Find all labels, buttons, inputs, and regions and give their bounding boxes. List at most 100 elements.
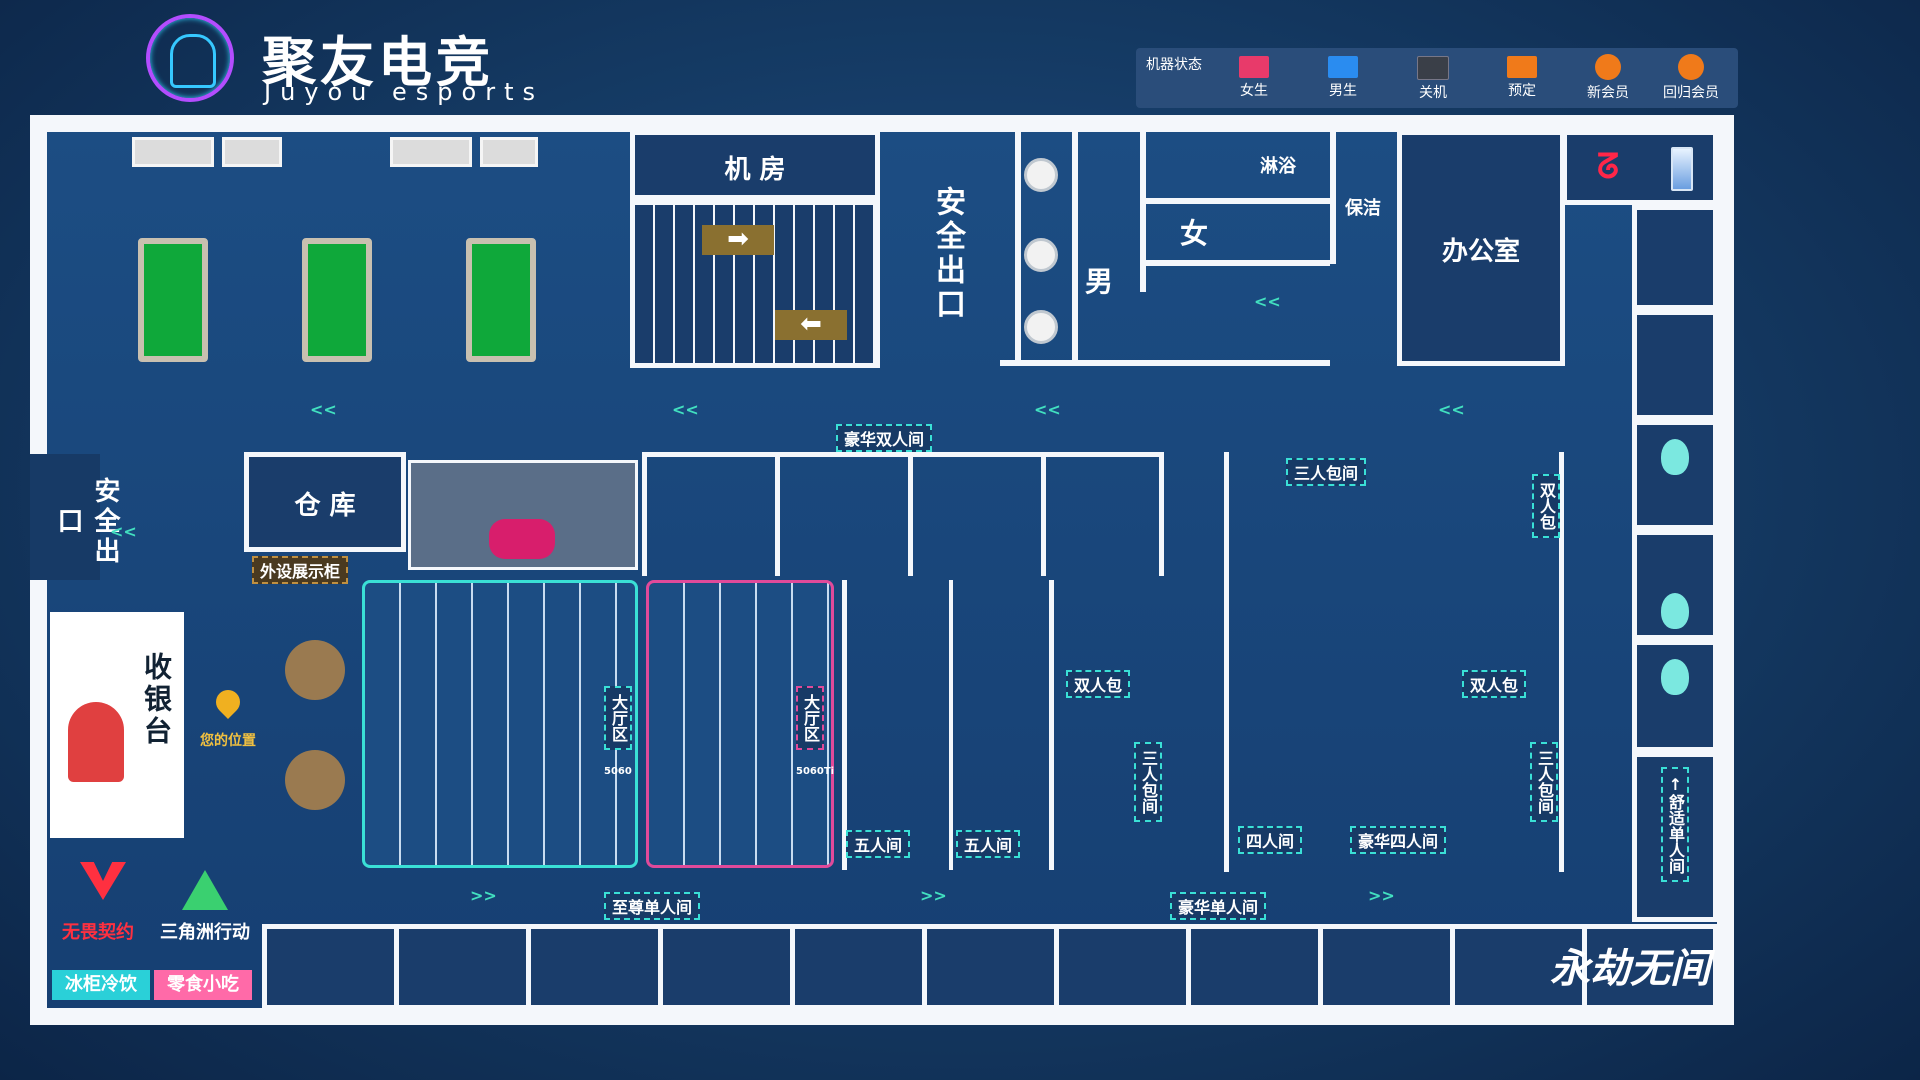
cashier-person-icon [68, 702, 124, 782]
sofa [222, 137, 282, 167]
flow-arrow-icon: << [310, 400, 337, 419]
triple-pack-2-tag: 三人包间 [1530, 742, 1558, 822]
single-booth[interactable] [1632, 205, 1718, 310]
monitor-icon [1328, 56, 1358, 78]
pool-table [466, 238, 536, 362]
legend-female[interactable]: 女生 [1218, 50, 1290, 106]
monitor-icon [1239, 56, 1269, 78]
member-icon [1595, 54, 1621, 80]
female-wc-label: 女 [1180, 217, 1209, 250]
wall [1140, 260, 1330, 266]
legend-returning-member[interactable]: 回归会员 [1655, 50, 1727, 106]
toilet-icon [1024, 310, 1058, 344]
male-wc-label: 男 [1085, 265, 1114, 298]
delta-force-label: 三角洲行动 [160, 922, 250, 943]
cold-drinks-button[interactable]: 冰柜冷饮 [52, 970, 150, 1000]
luxury-single-tag: 豪华单人间 [1170, 892, 1267, 920]
wall [1140, 132, 1146, 292]
cashier-counter: 收银台 [50, 612, 184, 838]
brand-name: 聚友电竞 [262, 31, 494, 94]
sofa [132, 137, 214, 167]
member-icon [1678, 54, 1704, 80]
wall [1072, 132, 1078, 364]
legend-off[interactable]: 关机 [1397, 50, 1469, 106]
wall [1015, 132, 1021, 364]
office-label: 办公室 [1441, 237, 1520, 267]
flow-arrow-icon: << [1034, 400, 1061, 419]
brand-name-en: Juyou esports [264, 78, 544, 106]
single-booth[interactable] [1632, 420, 1718, 530]
double-pack-right-tag: 双人包 [1532, 474, 1560, 538]
legend-male[interactable]: 男生 [1307, 50, 1379, 106]
flow-arrow-icon: << [110, 522, 137, 541]
cleaning-label: 保洁 [1345, 198, 1381, 219]
alienware-logo-icon [1661, 659, 1689, 695]
single-booth[interactable] [1632, 640, 1718, 752]
comfort-single-tag: ↑舒适单人间 [1661, 767, 1689, 882]
wall [1140, 198, 1330, 204]
exit-left-label: 安全出口 [53, 477, 120, 567]
flow-arrow-icon: << [1254, 292, 1281, 311]
toilet-icon [1024, 158, 1058, 192]
your-location-label: 您的位置 [200, 733, 256, 749]
single-room-strip[interactable] [262, 924, 1718, 1010]
legend-reserved[interactable]: 预定 [1486, 50, 1558, 106]
luxury-double-tag: 豪华双人间 [836, 424, 933, 452]
five-room-1-tag: 五人间 [846, 830, 911, 858]
hall-a[interactable] [362, 580, 638, 868]
luxury-four-tag: 豪华四人间 [1350, 826, 1447, 854]
toilet-icon [1024, 238, 1058, 272]
pool-table [302, 238, 372, 362]
naraka-signature: 永劫无间 [1550, 946, 1710, 992]
single-booth[interactable] [1632, 310, 1718, 420]
sofa [480, 137, 538, 167]
single-booth[interactable] [1632, 530, 1718, 640]
cashier-label: 收银台 [140, 652, 173, 748]
alienware-logo-icon [1661, 593, 1689, 629]
storage-label: 仓 库 [294, 491, 356, 521]
exit-left: 安全出口 [30, 454, 120, 580]
five-person-rooms[interactable] [842, 580, 1054, 870]
sofa [390, 137, 472, 167]
double-pack-1-tag: 双人包 [1066, 670, 1131, 698]
right-rooms-block[interactable] [1224, 452, 1564, 872]
flow-arrow-icon: << [1438, 400, 1465, 419]
wall [1000, 360, 1330, 366]
snacks-button[interactable]: 零食小吃 [154, 970, 252, 1000]
hall-b-tag: 大厅区 [796, 686, 824, 750]
triple-pack-1-tag: 三人包间 [1134, 742, 1162, 822]
arrow-left-icon: ⬅ [775, 310, 847, 340]
valorant-label: 无畏契约 [62, 922, 134, 943]
lounge-area [408, 460, 638, 570]
storage-room: 仓 库 [244, 452, 406, 552]
office: 办公室 [1397, 130, 1565, 366]
wall [1330, 132, 1336, 264]
round-table-icon [285, 640, 345, 700]
legend-new-member[interactable]: 新会员 [1572, 50, 1644, 106]
luxury-double-rooms[interactable] [642, 452, 1164, 576]
flow-arrow-icon: >> [1368, 886, 1395, 905]
four-room-tag: 四人间 [1238, 826, 1303, 854]
round-table-icon [285, 750, 345, 810]
arrow-right-icon: ➡ [702, 225, 774, 255]
comfort-single-room[interactable]: ↑舒适单人间 [1632, 752, 1718, 922]
pool-table [138, 238, 208, 362]
hall-a-gpu: 5060 [604, 766, 632, 777]
machine-room-label: 机 房 [724, 155, 786, 185]
flow-arrow-icon: >> [920, 886, 947, 905]
gamepad-icon [489, 519, 555, 559]
zowie-logo-icon: ᘔ [1597, 147, 1619, 187]
triple-pack-top-tag: 三人包间 [1286, 458, 1367, 486]
five-room-2-tag: 五人间 [956, 830, 1021, 858]
peripheral-cabinet-tag: 外设展示柜 [252, 556, 349, 584]
flow-arrow-icon: << [672, 400, 699, 419]
monitor-icon [1507, 56, 1537, 78]
single-booth[interactable]: ᘔ [1562, 130, 1718, 205]
status-legend-title: 机器状态 [1146, 57, 1202, 73]
flow-arrow-icon: >> [470, 886, 497, 905]
supreme-single-tag: 至尊单人间 [604, 892, 701, 920]
machine-room: 机 房 [630, 130, 880, 200]
exit-top-label: 安全出口 [930, 186, 965, 322]
hall-b-gpu: 5060Ti [796, 766, 835, 777]
brand-logo-icon [146, 14, 234, 102]
